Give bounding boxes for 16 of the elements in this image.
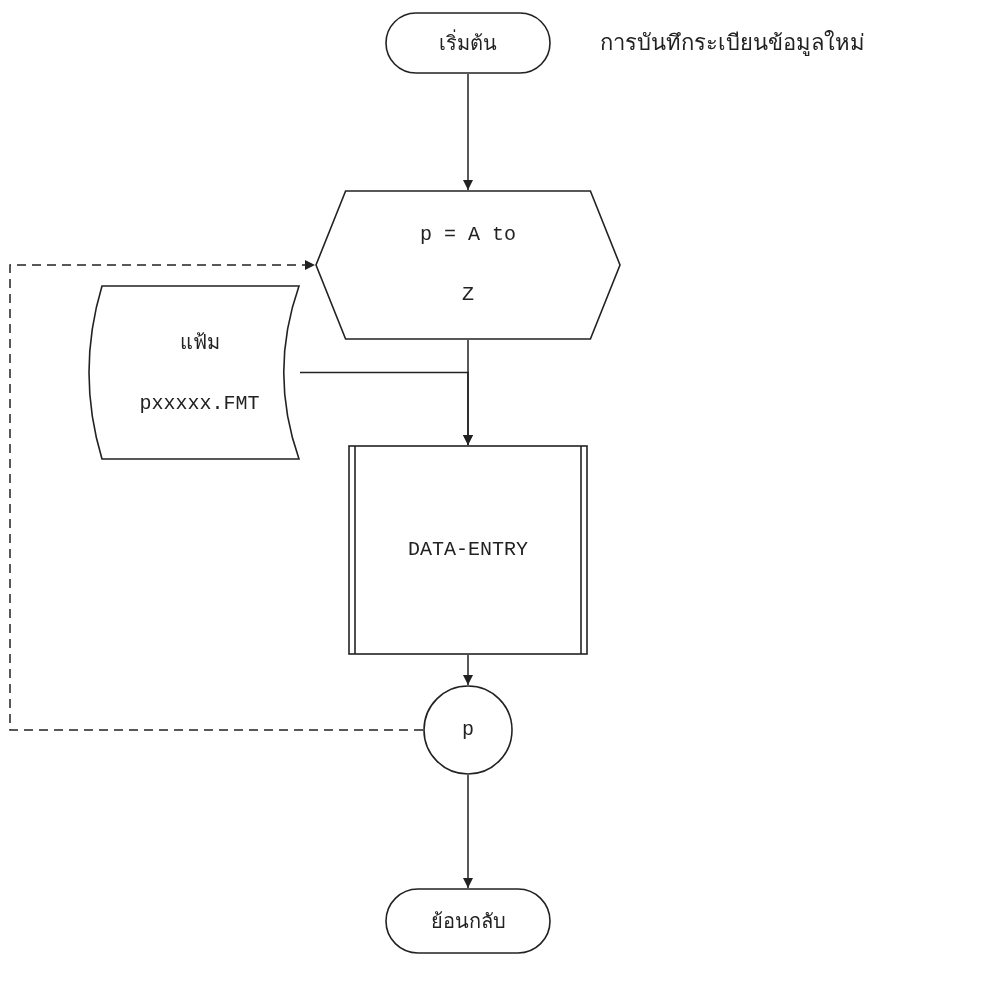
node-text: เริ่มต้น — [439, 28, 497, 58]
arrow — [463, 654, 473, 686]
arrow — [463, 774, 473, 889]
node-text: แฟ้ม — [179, 329, 220, 355]
loop-hexagon — [315, 190, 621, 340]
arrow — [463, 73, 473, 191]
node-text: DATA-ENTRY — [408, 537, 528, 563]
arrow — [9, 260, 424, 731]
connector-circle — [423, 685, 513, 775]
predefined-process-box — [348, 445, 588, 655]
node-text: ย้อนกลับ — [430, 909, 506, 934]
node-text: pxxxxx.FMT — [139, 390, 260, 417]
node-text: p — [462, 717, 474, 743]
node-text: p = A to Z — [419, 222, 517, 308]
arrow — [299, 371, 473, 446]
title: การบันทึกระเบียนข้อมูลใหม่ — [600, 29, 865, 58]
